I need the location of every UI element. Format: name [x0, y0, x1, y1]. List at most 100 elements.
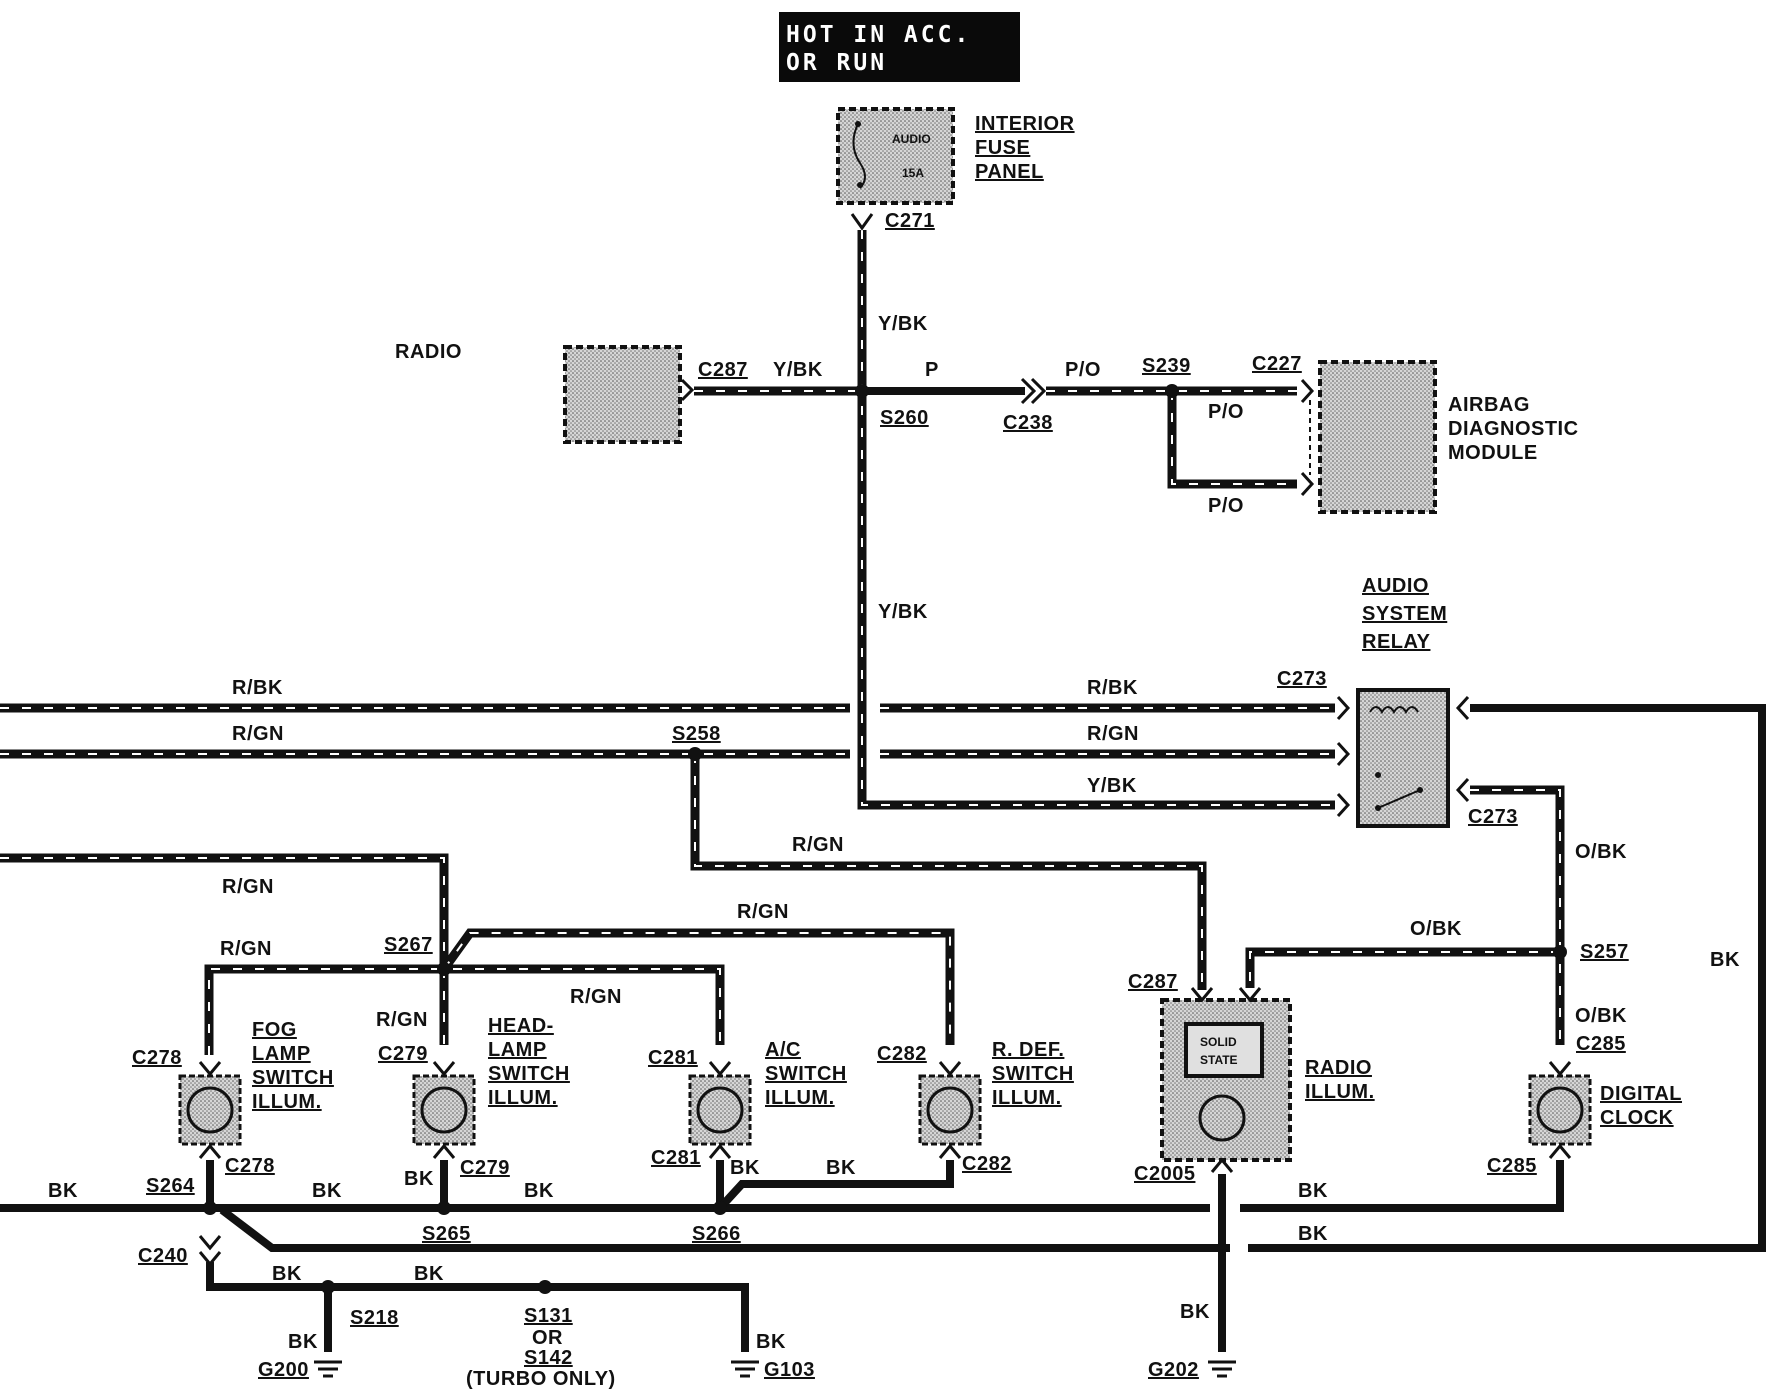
- ground-g202: G202: [1148, 1359, 1236, 1381]
- ac-bulb-icon: [696, 1086, 744, 1134]
- solid-state-label-1: SOLID: [1200, 1035, 1237, 1049]
- fog-lamp-switch-illum: C278 C278 FOG LAMP SWITCH ILLUM.: [132, 1019, 334, 1177]
- wire-label-obk-1: O/BK: [1575, 841, 1627, 863]
- relay-label-3: RELAY: [1362, 631, 1431, 653]
- splice-or-label: OR: [532, 1327, 563, 1349]
- wire-rgn-s267-feed: [0, 853, 449, 969]
- digital-clock: C285 C285 DIGITAL CLOCK: [1487, 1033, 1682, 1177]
- relay-label-2: SYSTEM: [1362, 603, 1447, 625]
- splice-s257: [1553, 945, 1567, 959]
- wire-label-bk-13: BK: [1180, 1301, 1210, 1323]
- fog-label-3: SWITCH: [252, 1067, 334, 1089]
- radio-illum-label-1: RADIO: [1305, 1057, 1372, 1079]
- splice-s266-label: S266: [692, 1223, 741, 1245]
- wire-label-rgn-3: R/GN: [222, 876, 274, 898]
- ac-label-2: SWITCH: [765, 1063, 847, 1085]
- rear-defrost-switch-illum: C282 C282 R. DEF. SWITCH ILLUM.: [877, 1039, 1074, 1175]
- relay-label-1: AUDIO: [1362, 575, 1429, 597]
- splice-s265: [437, 1201, 451, 1215]
- wire-label-po-3: P/O: [1208, 495, 1244, 517]
- ground-icon: [314, 1360, 342, 1378]
- splice-s258-label: S258: [672, 723, 721, 745]
- wire-label-rgn-5: R/GN: [737, 901, 789, 923]
- headlamp-connector-bottom: C279: [460, 1157, 510, 1179]
- splice-s267-label: S267: [384, 934, 433, 956]
- fog-label-4: ILLUM.: [252, 1091, 322, 1113]
- airbag-label-1: AIRBAG: [1448, 394, 1530, 416]
- radio-illum-label-2: ILLUM.: [1305, 1081, 1375, 1103]
- splice-s257-label: S257: [1580, 941, 1629, 963]
- headlamp-label-2: LAMP: [488, 1039, 547, 1061]
- rdef-connector-top: C282: [877, 1043, 927, 1065]
- wire-label-bk-1: BK: [48, 1180, 78, 1202]
- splice-s218-label: S218: [350, 1307, 399, 1329]
- fuse-panel-label-1: INTERIOR: [975, 113, 1075, 135]
- fuse-element-icon: [852, 123, 866, 189]
- splice-s264: [203, 1201, 217, 1215]
- connector-c238: C238: [1003, 412, 1053, 434]
- splice-s265-label: S265: [422, 1223, 471, 1245]
- headlamp-label-1: HEAD-: [488, 1015, 554, 1037]
- fuse-panel-label-3: PANEL: [975, 161, 1044, 183]
- ac-label-1: A/C: [765, 1039, 801, 1061]
- wire-label-p: P: [925, 359, 939, 381]
- wire-label-ybk-mid: Y/BK: [878, 601, 928, 623]
- wire-label-ybk-radio: Y/BK: [773, 359, 823, 381]
- connector-c273-bottom: C273: [1468, 806, 1518, 828]
- radio-illum-connector-bottom: C2005: [1134, 1163, 1195, 1185]
- ac-connector-bottom: C281: [651, 1147, 701, 1169]
- fog-connector-bottom: C278: [225, 1155, 275, 1177]
- connector-c227: C227: [1252, 353, 1302, 375]
- ground-g103: G103: [731, 1359, 814, 1381]
- rdef-label-3: ILLUM.: [992, 1087, 1062, 1109]
- fog-label-1: FOG: [252, 1019, 297, 1041]
- headlamp-label-4: ILLUM.: [488, 1087, 558, 1109]
- wire-label-bk-10: BK: [414, 1263, 444, 1285]
- wire-label-po-2: P/O: [1208, 401, 1244, 423]
- headlamp-connector-top: C279: [378, 1043, 428, 1065]
- relay-coil-icon: [1369, 706, 1419, 714]
- wire-rgn-s267-distribution: [204, 928, 955, 1055]
- fog-label-2: LAMP: [252, 1043, 311, 1065]
- wire-po: [1046, 386, 1297, 489]
- rdef-label-1: R. DEF.: [992, 1039, 1064, 1061]
- connector-c240-symbol: [198, 1235, 222, 1267]
- splice-s267: [437, 962, 451, 976]
- wire-obk: [1245, 785, 1565, 1045]
- wire-ybk-main: [850, 213, 1335, 810]
- wire-label-rgn-left: R/GN: [232, 723, 284, 745]
- turbo-only-label: (TURBO ONLY): [466, 1368, 616, 1390]
- wire-label-po-1: P/O: [1065, 359, 1101, 381]
- connector-c238-symbol: [1020, 377, 1047, 405]
- airbag-diagnostic-module: C227 AIRBAG DIAGNOSTIC MODULE: [1252, 353, 1578, 514]
- wire-label-bk-12: BK: [756, 1331, 786, 1353]
- rear-defrost-bulb-icon: [926, 1086, 974, 1134]
- rdef-connector-bottom: C282: [962, 1153, 1012, 1175]
- splice-s266: [713, 1201, 727, 1215]
- clock-label-1: DIGITAL: [1600, 1083, 1682, 1105]
- clock-label-2: CLOCK: [1600, 1107, 1674, 1129]
- wire-label-bk-right: BK: [1710, 949, 1740, 971]
- splice-s218: [321, 1280, 335, 1294]
- rdef-label-2: SWITCH: [992, 1063, 1074, 1085]
- headlamp-switch-illum: C279 C279 HEAD- LAMP SWITCH ILLUM.: [378, 1015, 570, 1179]
- clock-bulb-icon: [1536, 1086, 1584, 1134]
- header-line-2: OR RUN: [786, 50, 887, 76]
- wire-label-bk-9: BK: [272, 1263, 302, 1285]
- splice-s264-label: S264: [146, 1175, 195, 1197]
- fuse-panel-label-2: FUSE: [975, 137, 1030, 159]
- wire-label-rbk-left: R/BK: [232, 677, 283, 699]
- wire-label-rgn-right: R/GN: [1087, 723, 1139, 745]
- ac-connector-top: C281: [648, 1047, 698, 1069]
- wire-label-rgn-down: R/GN: [792, 834, 844, 856]
- wire-label-bk-11: BK: [288, 1331, 318, 1353]
- headlamp-label-3: SWITCH: [488, 1063, 570, 1085]
- wire-label-ybk-top: Y/BK: [878, 313, 928, 335]
- clock-connector-top: C285: [1576, 1033, 1626, 1055]
- wire-label-bk-4: BK: [524, 1180, 554, 1202]
- ground-g200-label: G200: [258, 1359, 309, 1381]
- wire-label-rgn-7: R/GN: [376, 1009, 428, 1031]
- wire-label-rbk-right: R/BK: [1087, 677, 1138, 699]
- splice-s239: [1165, 384, 1179, 398]
